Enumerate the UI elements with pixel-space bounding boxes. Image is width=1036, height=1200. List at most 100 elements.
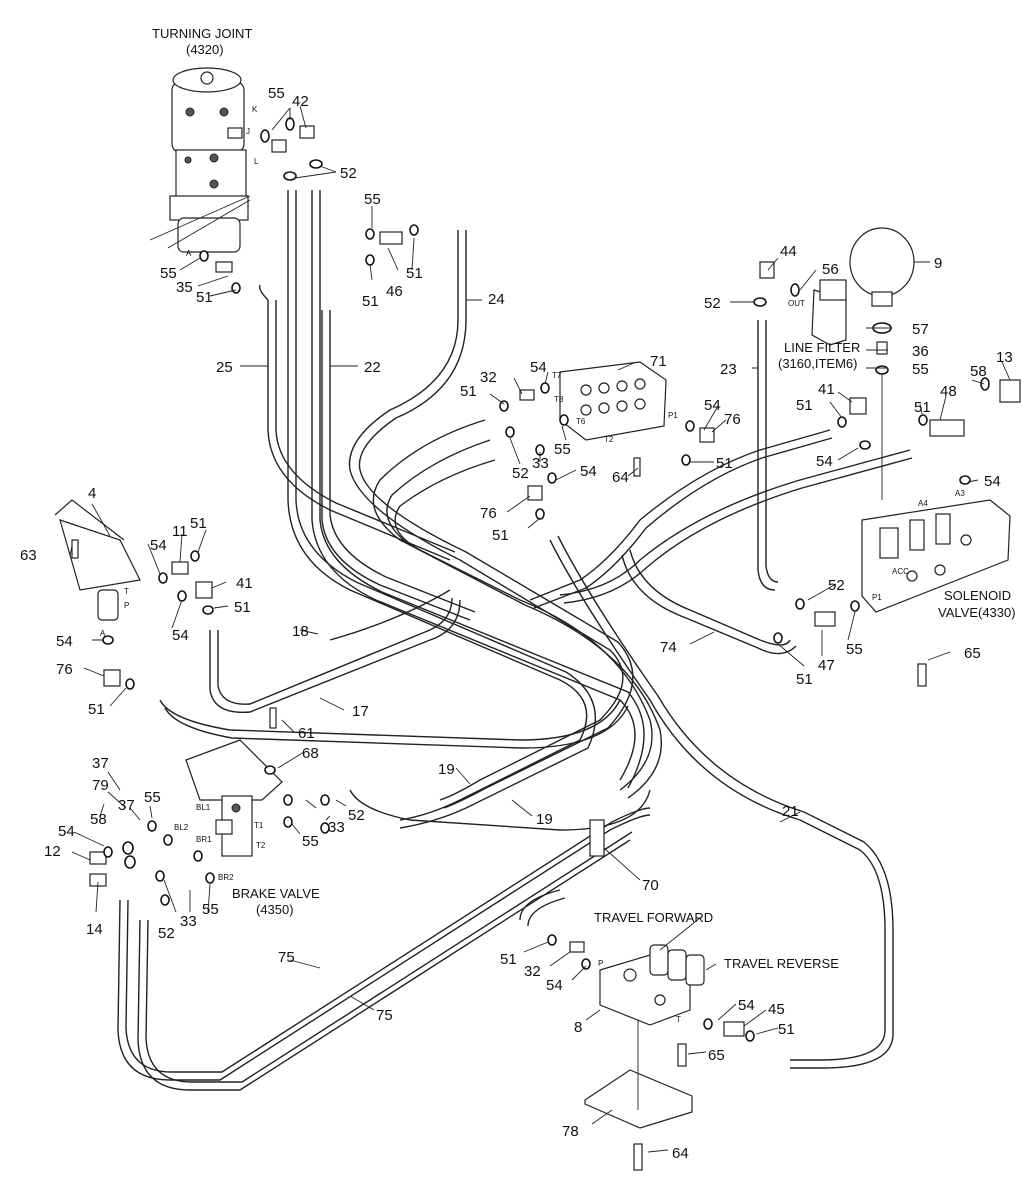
callout-51: 51 <box>460 383 477 400</box>
callout-61: 61 <box>298 725 315 742</box>
elbow-fitting-76 <box>103 669 121 687</box>
callout-52: 52 <box>348 807 365 824</box>
callout-25: 25 <box>216 359 233 376</box>
hose-75 <box>117 814 651 1081</box>
callout-51: 51 <box>796 397 813 414</box>
bolt-65 <box>677 1043 687 1067</box>
callout-51: 51 <box>500 951 517 968</box>
captions: TURNING JOINT (4320) LINE FILTER (3160,I… <box>152 26 1016 971</box>
tee-fitting-46 <box>379 231 403 245</box>
port-label: P1 <box>668 411 678 420</box>
port-label: P <box>598 959 603 968</box>
fittings <box>71 125 1021 1171</box>
callout-74: 74 <box>660 639 677 656</box>
port-label: L <box>254 157 259 166</box>
callout-52: 52 <box>704 295 721 312</box>
callout-64: 64 <box>672 1145 689 1162</box>
port-label: A <box>100 629 106 638</box>
port-label: T8 <box>554 395 564 404</box>
callout-51: 51 <box>492 527 509 544</box>
port-label: A <box>186 249 192 258</box>
callout-52: 52 <box>828 577 845 594</box>
callout-63: 63 <box>20 547 37 564</box>
callout-51: 51 <box>190 515 207 532</box>
callout-75: 75 <box>376 1007 393 1024</box>
callout-22: 22 <box>364 359 381 376</box>
hose-25 <box>267 300 451 561</box>
caption-brake-valve-code: (4350) <box>256 902 294 917</box>
pressure-switch-12 <box>89 851 107 865</box>
port-label: BL1 <box>196 803 211 812</box>
callout-37: 37 <box>118 797 135 814</box>
callout-54: 54 <box>150 537 167 554</box>
port-label: P <box>124 601 129 610</box>
elbow-fitting-76 <box>699 427 715 443</box>
callout-51: 51 <box>716 455 733 472</box>
callout-70: 70 <box>642 877 659 894</box>
callout-71: 71 <box>650 353 667 370</box>
callout-58: 58 <box>90 811 107 828</box>
caption-travel-forward: TRAVEL FORWARD <box>594 910 713 925</box>
callout-65: 65 <box>708 1047 725 1064</box>
callout-51: 51 <box>914 399 931 416</box>
clamp-70 <box>589 819 605 857</box>
port-label: T7 <box>552 371 562 380</box>
callout-54: 54 <box>530 359 547 376</box>
hose-18 <box>329 589 451 641</box>
port-label: T1 <box>254 821 264 830</box>
port-label: A3 <box>955 489 965 498</box>
callout-54: 54 <box>738 997 755 1014</box>
callout-41: 41 <box>818 381 835 398</box>
callout-78: 78 <box>562 1123 579 1140</box>
port-label: T6 <box>576 417 586 426</box>
port-label: J <box>246 127 250 136</box>
hose-17 <box>209 599 461 714</box>
caption-travel-reverse: TRAVEL REVERSE <box>724 956 839 971</box>
callout-48: 48 <box>940 383 957 400</box>
callout-55: 55 <box>302 833 319 850</box>
callout-44: 44 <box>780 243 797 260</box>
elbow-fitting <box>271 139 287 153</box>
callout-54: 54 <box>580 463 597 480</box>
callout-55: 55 <box>160 265 177 282</box>
port-label: T <box>676 1015 681 1024</box>
callout-45: 45 <box>768 1001 785 1018</box>
callout-55: 55 <box>268 85 285 102</box>
bolt-64 <box>633 457 641 477</box>
callout-56: 56 <box>822 261 839 278</box>
elbow-fitting <box>227 127 243 139</box>
bolt-63 <box>71 539 79 559</box>
tee-fitting-45 <box>723 1021 745 1037</box>
turning-joint <box>149 67 251 253</box>
callout-54: 54 <box>546 977 563 994</box>
bolt-64 <box>633 1143 643 1171</box>
callout-76: 76 <box>480 505 497 522</box>
callout-9: 9 <box>934 255 942 272</box>
callout-19: 19 <box>536 811 553 828</box>
callout-54: 54 <box>172 627 189 644</box>
fitting-35 <box>215 261 233 273</box>
callout-17: 17 <box>352 703 369 720</box>
callout-65: 65 <box>964 645 981 662</box>
callout-33: 33 <box>180 913 197 930</box>
elbow-fitting-76 <box>527 485 543 501</box>
callout-58: 58 <box>970 363 987 380</box>
callout-54: 54 <box>58 823 75 840</box>
hose-21 <box>549 539 886 1061</box>
callout-23: 23 <box>720 361 737 378</box>
callout-76: 76 <box>724 411 741 428</box>
callout-46: 46 <box>386 283 403 300</box>
travel-valve-8 <box>584 944 705 1129</box>
callout-57: 57 <box>912 321 929 338</box>
fitting-32 <box>519 389 535 401</box>
port-label: T2 <box>604 435 614 444</box>
hose-74 <box>629 549 791 646</box>
callout-52: 52 <box>512 465 529 482</box>
port-label: OUT <box>788 299 805 308</box>
callout-51: 51 <box>778 1021 795 1038</box>
callout-35: 35 <box>176 279 193 296</box>
callout-55: 55 <box>364 191 381 208</box>
hose-23 <box>757 320 776 591</box>
